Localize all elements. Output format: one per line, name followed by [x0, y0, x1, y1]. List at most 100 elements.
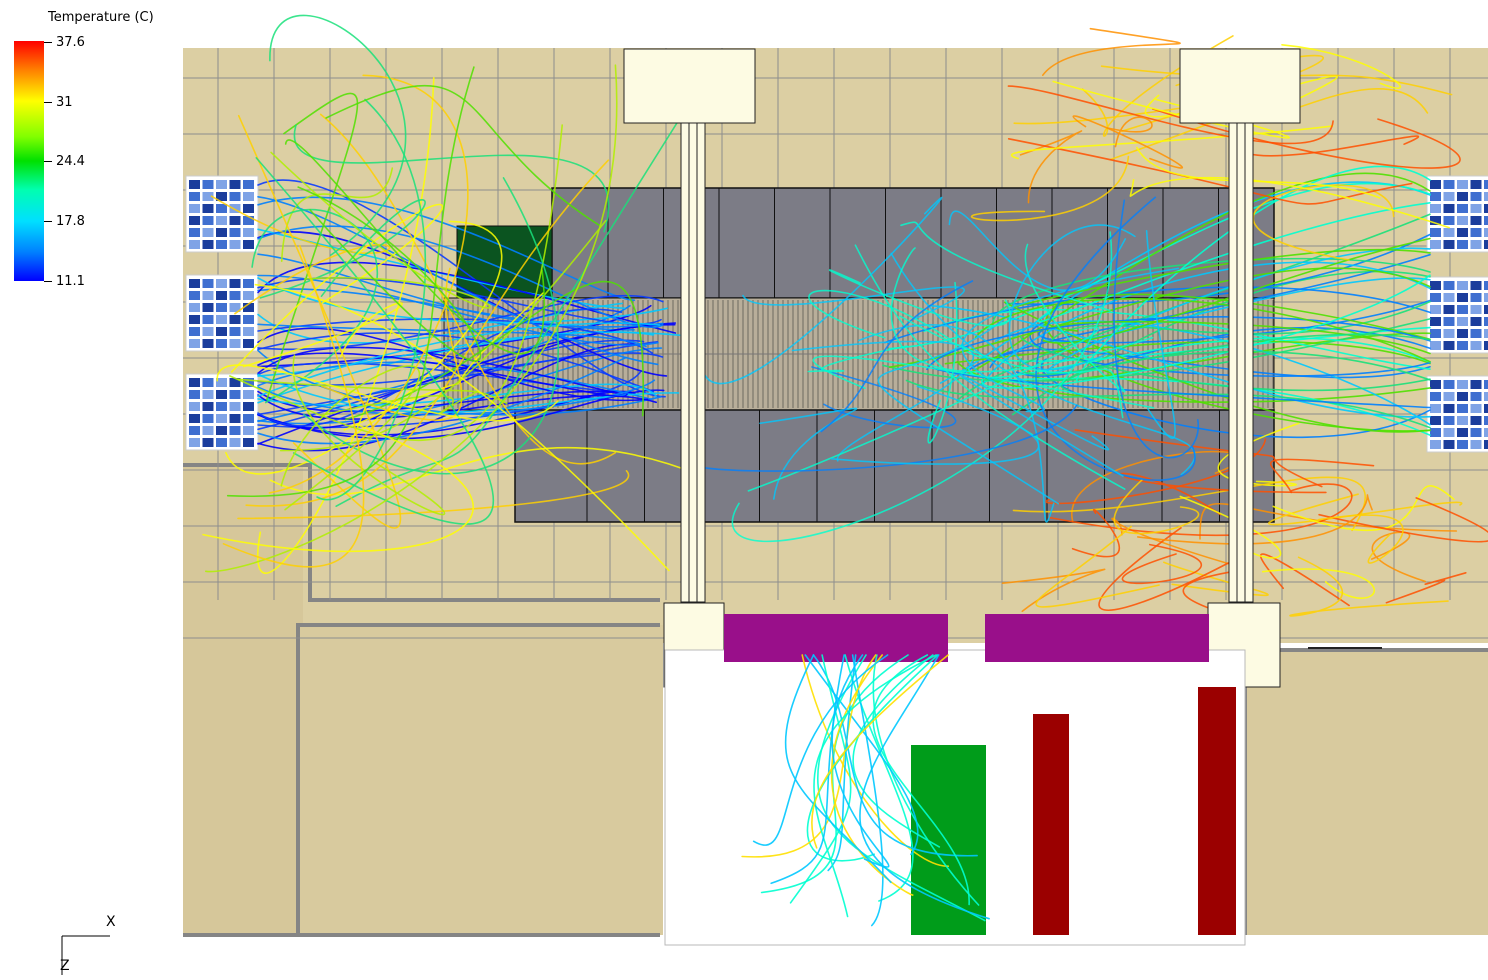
vent-cell — [1443, 293, 1455, 302]
streamline — [1049, 293, 1431, 341]
streamline — [257, 383, 657, 407]
vent-cell — [1443, 416, 1455, 425]
streamline — [1076, 165, 1431, 382]
vent-cell — [202, 303, 214, 312]
streamline — [237, 378, 508, 405]
streamline — [981, 274, 1431, 389]
streamline — [1261, 568, 1375, 599]
red-unit-left — [1033, 714, 1069, 935]
vent-cell — [216, 438, 227, 447]
vent-cell — [1430, 281, 1441, 290]
streamline — [828, 269, 1012, 327]
vent-cell — [189, 291, 200, 300]
streamline — [872, 654, 970, 906]
colorbar-tick-4: 17.8 — [44, 215, 85, 228]
vent-cell — [229, 414, 241, 423]
vent-cell — [1457, 281, 1468, 290]
streamline — [731, 231, 1113, 543]
vent-cell — [243, 240, 254, 249]
streamline — [808, 289, 953, 341]
streamline — [1272, 485, 1455, 532]
vent-cell — [189, 390, 200, 399]
vent-cell — [1430, 329, 1441, 338]
vent-cell — [216, 390, 227, 399]
streamline — [1113, 479, 1200, 535]
vent-cell — [1443, 329, 1455, 338]
vent-cell — [1457, 341, 1468, 350]
vent-cell — [243, 204, 254, 213]
streamline — [205, 64, 618, 573]
vent-cell — [216, 228, 227, 237]
vent-cell — [1443, 305, 1455, 314]
vent-cell — [216, 180, 227, 189]
vent-cell — [189, 240, 200, 249]
streamline — [293, 124, 610, 233]
streamline — [255, 157, 494, 525]
vent-cell — [202, 390, 214, 399]
streamline — [325, 84, 601, 227]
vent-cell — [202, 279, 214, 288]
green-unit — [911, 745, 986, 935]
vent-cell — [1443, 392, 1455, 401]
vent-cell — [1430, 404, 1441, 413]
vent-cell — [1443, 281, 1455, 290]
vent-cell — [1484, 317, 1488, 326]
lower-floor-right-room — [1245, 650, 1488, 935]
axis-x-label: X — [106, 914, 116, 930]
vent-cell — [1430, 440, 1441, 449]
vent-cell — [189, 216, 200, 225]
vent-cell — [216, 378, 227, 387]
streamline — [1281, 44, 1402, 90]
vent-tiles — [185, 175, 1488, 453]
red-unit-right — [1198, 687, 1236, 935]
vent-cell — [1484, 380, 1488, 389]
vent-cell — [1470, 341, 1482, 350]
streamline — [811, 366, 957, 429]
vent-cell — [1430, 192, 1441, 201]
streamline — [1007, 138, 1413, 205]
streamline — [269, 14, 407, 256]
vent-cell — [229, 303, 241, 312]
vent-cell — [1443, 228, 1455, 237]
vent-cell — [202, 240, 214, 249]
streamline — [1043, 277, 1431, 343]
vent-cell — [189, 303, 200, 312]
colorbar-tick-3: 24.4 — [44, 155, 85, 168]
streamline — [316, 98, 427, 501]
streamline — [257, 253, 664, 328]
streamline — [216, 364, 559, 422]
streamline — [877, 318, 1060, 505]
vent-cell — [1470, 440, 1482, 449]
vent-cell — [1470, 216, 1482, 225]
vent-cell — [1443, 180, 1455, 189]
vent-cell — [189, 378, 200, 387]
vent-cell — [202, 402, 214, 411]
vent-cell — [1470, 180, 1482, 189]
vent-cell — [1470, 380, 1482, 389]
colorbar-tick-min: 11.1 — [44, 275, 85, 288]
vent-cell — [243, 291, 254, 300]
vent-tile-icon — [1426, 175, 1488, 253]
vent-cell — [1457, 305, 1468, 314]
vent-cell — [202, 426, 214, 435]
streamline — [944, 340, 1431, 365]
vent-cell — [1430, 180, 1441, 189]
streamline — [202, 424, 474, 553]
vent-cell — [243, 327, 254, 336]
vent-cell — [1484, 240, 1488, 249]
streamline — [948, 210, 1127, 292]
streamline — [807, 345, 908, 373]
vent-cell — [1457, 293, 1468, 302]
vent-cell — [1470, 240, 1482, 249]
streamline — [257, 196, 636, 301]
vent-cell — [189, 426, 200, 435]
streamline — [804, 654, 919, 856]
streamline — [245, 159, 610, 507]
streamline — [257, 322, 661, 398]
vent-cell — [1443, 192, 1455, 201]
vent-cell — [1443, 204, 1455, 213]
vent-cell — [1430, 380, 1441, 389]
vent-cell — [1470, 204, 1482, 213]
vent-cell — [229, 390, 241, 399]
streamline — [859, 654, 990, 920]
